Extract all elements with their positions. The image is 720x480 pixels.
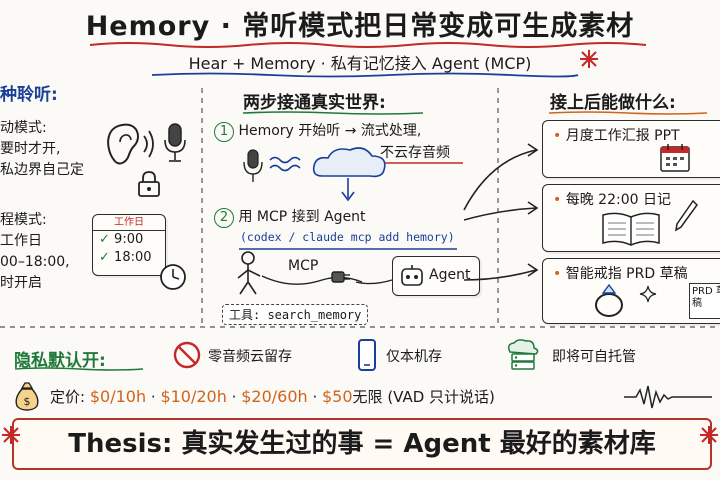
note-underline <box>381 162 463 164</box>
manual-mode-text: 动模式: 要时才开, 私边界自己定 <box>0 118 84 181</box>
calendar-header: 工作日 <box>93 215 165 231</box>
calendar-card: 工作日 ✓ 9:00 ✓ 18:00 <box>92 214 166 276</box>
bullet: • <box>553 192 566 208</box>
search-memory-tool: 工具: search_memory <box>222 304 369 325</box>
two-steps-title: 两步接通真实世界: <box>243 93 386 113</box>
no-entry-icon <box>173 341 201 369</box>
step2-row: 2 用 MCP 接到 Agent <box>214 206 366 228</box>
check-icon: ✓ <box>99 232 110 247</box>
what-can-do-underline <box>548 111 708 115</box>
price-tier-20: $20/60h <box>241 387 308 406</box>
microphone-icon <box>247 149 259 169</box>
step1-number: 1 <box>214 122 234 142</box>
manual-mode-line: 要时才开, <box>0 141 61 157</box>
use-case-label: • 月度工作汇报 PPT <box>553 125 680 145</box>
privacy-underline <box>14 367 144 371</box>
plug-icon <box>331 271 350 283</box>
flow-arrows <box>463 143 539 281</box>
phone-icon <box>358 339 376 371</box>
star-sparkle-icon <box>2 426 20 444</box>
unlimited-text: 无限 (VAD 只计说话) <box>352 388 495 406</box>
column-dividers <box>0 88 720 328</box>
sound-wave-icon <box>269 156 301 164</box>
person-to-agent-illustration <box>237 251 393 295</box>
pen-icon <box>674 199 698 232</box>
use-case-card-diary: • 每晚 22:00 日记 <box>542 184 720 252</box>
waveform-icon <box>624 385 712 409</box>
no-cloud-audio-note: 不云存音频 <box>380 145 450 161</box>
use-case-label: • 智能戒指 PRD 草稿 <box>553 263 688 283</box>
use-case-prd-label: 智能戒指 PRD 草稿 <box>565 266 688 282</box>
title-underline <box>89 42 647 48</box>
price-separator: · <box>231 388 237 406</box>
command-underline <box>239 248 457 250</box>
stream-to-cloud-illustration <box>243 147 386 202</box>
manual-mode-line: 私边界自己定 <box>0 162 84 178</box>
price-tier-free: $0/10h <box>89 387 147 406</box>
step1-text: Hemory 开始听 → 流式处理, <box>238 123 422 139</box>
check-icon: ✓ <box>99 250 110 265</box>
step2-number: 2 <box>214 208 234 228</box>
calendar-start-time: 9:00 <box>114 232 144 247</box>
prd-document-icon: PRD 草稿 <box>689 283 720 319</box>
svg-text:$: $ <box>24 395 31 408</box>
two-steps-underline <box>242 111 424 115</box>
agent-label: Agent <box>429 267 471 283</box>
scheduled-mode-line: 00–18:00, <box>0 254 70 270</box>
use-case-ppt-label: 月度工作汇报 PPT <box>565 128 680 144</box>
calendar-icon <box>660 144 690 172</box>
star-sparkle-icon <box>700 426 718 444</box>
subtitle-underline <box>151 72 579 78</box>
mcp-command: (codex / claude mcp add hemory) <box>240 230 455 244</box>
ear-icon <box>107 123 154 165</box>
person-icon <box>237 251 261 295</box>
scheduled-mode-line: 时开启 <box>0 275 42 291</box>
ring-icon <box>595 283 623 317</box>
pricing-label: 定价: <box>50 388 86 406</box>
microphone-icon <box>164 123 186 162</box>
price-tier-10: $10/20h <box>160 387 227 406</box>
scheduled-mode-line: 工作日 <box>0 233 42 249</box>
agent-box: Agent <box>392 256 480 296</box>
bullet: • <box>553 266 566 282</box>
page-title: Hemory · 常听模式把日常变成可生成素材 <box>85 11 635 42</box>
cloud-icon <box>312 147 386 178</box>
use-case-diary-label: 每晚 22:00 日记 <box>565 192 671 208</box>
scheduled-mode-line: 程模式: <box>0 212 47 228</box>
server-cloud-icon <box>507 339 539 370</box>
step2-text: 用 MCP 接到 Agent <box>238 209 366 225</box>
use-case-label: • 每晚 22:00 日记 <box>553 189 671 209</box>
page-subtitle: Hear + Memory · 私有记忆接入 Agent (MCP) <box>188 54 532 73</box>
scheduled-mode-text: 程模式: 工作日 00–18:00, 时开启 <box>0 210 70 294</box>
what-can-do-title: 接上后能做什么: <box>550 93 676 113</box>
robot-icon <box>401 265 423 286</box>
calendar-times: ✓ 9:00 ✓ 18:00 <box>93 231 165 267</box>
thesis-banner: Thesis: 真实发生过的事 = Agent 最好的素材库 <box>12 418 712 470</box>
price-tier-50: $50 <box>322 387 353 406</box>
privacy-item-self-host: 即将可自托管 <box>552 349 636 365</box>
money-bag-icon: $ <box>15 382 39 411</box>
open-book-icon <box>602 212 660 246</box>
mcp-label: MCP <box>288 258 319 274</box>
clock-icon <box>160 264 186 290</box>
price-separator: · <box>150 388 156 406</box>
pricing-row: 定价: $0/10h · $10/20h · $20/60h · $50无限 (… <box>50 386 495 407</box>
privacy-title: 隐私默认开: <box>14 351 106 371</box>
price-separator: · <box>312 388 318 406</box>
privacy-item-no-cloud: 零音频云留存 <box>208 349 292 365</box>
use-case-card-ppt: • 月度工作汇报 PPT <box>542 120 720 178</box>
bullet: • <box>553 128 566 144</box>
privacy-item-local-only: 仅本机存 <box>386 349 442 365</box>
star-sparkle-icon <box>580 50 598 68</box>
manual-mode-line: 动模式: <box>0 120 47 136</box>
sparkle-icon <box>639 285 657 303</box>
use-case-card-prd: • 智能戒指 PRD 草稿 PRD 草稿 <box>542 258 720 324</box>
lock-icon <box>138 171 160 197</box>
calendar-end-time: 18:00 <box>114 250 152 265</box>
listen-modes-title: 种聆听: <box>0 85 58 105</box>
step1-row: 1 Hemory 开始听 → 流式处理, <box>214 120 421 142</box>
